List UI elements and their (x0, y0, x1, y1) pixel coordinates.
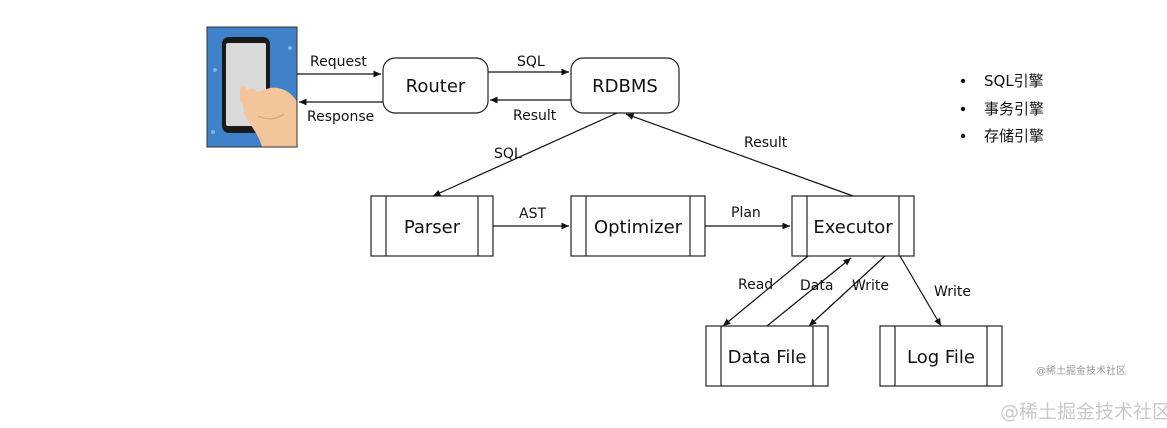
data-arrow (766, 257, 852, 327)
parser-label: Parser (404, 217, 461, 238)
optimizer-label: Optimizer (594, 217, 683, 238)
write-data-file-label: Write (852, 278, 889, 294)
bullet-dot (960, 106, 966, 112)
result-executor-rdbms-label: Result (744, 135, 788, 151)
bullet-item: SQL引擎 (984, 72, 1044, 90)
data-file-node (705, 325, 829, 387)
log-file-node (879, 325, 1003, 387)
ast-label: AST (519, 206, 546, 222)
watermark-large: @稀土掘金技术社区 (1000, 401, 1167, 423)
optimizer-node (570, 195, 706, 257)
data-file-label: Data File (728, 347, 807, 368)
sql-router-rdbms-label: SQL (517, 54, 545, 70)
result-rdbms-router-label: Result (513, 108, 557, 124)
sql-rdbms-parser-arrow (432, 112, 618, 197)
router-node (382, 57, 489, 114)
bullet-item: 存储引擎 (984, 127, 1044, 145)
data-label: Data (800, 278, 833, 294)
phone-frame (206, 26, 298, 148)
sql-rdbms-parser-label: SQL (494, 146, 522, 162)
phone-client-icon (207, 27, 297, 147)
bullet-dot (960, 133, 966, 139)
request-label: Request (310, 54, 367, 70)
executor-label: Executor (813, 217, 893, 238)
router-label: Router (406, 76, 466, 97)
executor-node (791, 195, 915, 257)
write-log-file-label: Write (934, 284, 971, 300)
result-executor-rdbms-arrow (625, 113, 854, 197)
log-file-label: Log File (907, 347, 975, 368)
parser-node (370, 195, 494, 257)
response-label: Response (307, 109, 374, 125)
rdbms-node (570, 57, 680, 114)
bullet-item: 事务引擎 (984, 100, 1044, 118)
watermark-small: @稀土掘金技术社区 (1036, 364, 1126, 377)
read-arrow (722, 255, 809, 327)
rdbms-label: RDBMS (592, 76, 658, 97)
plan-label: Plan (731, 205, 761, 221)
bullet-dot (960, 78, 966, 84)
write-log-file-arrow (899, 255, 942, 327)
read-label: Read (738, 277, 773, 293)
engine-list: SQL引擎 事务引擎 存储引擎 (960, 72, 1044, 145)
write-data-file-arrow (808, 255, 886, 327)
